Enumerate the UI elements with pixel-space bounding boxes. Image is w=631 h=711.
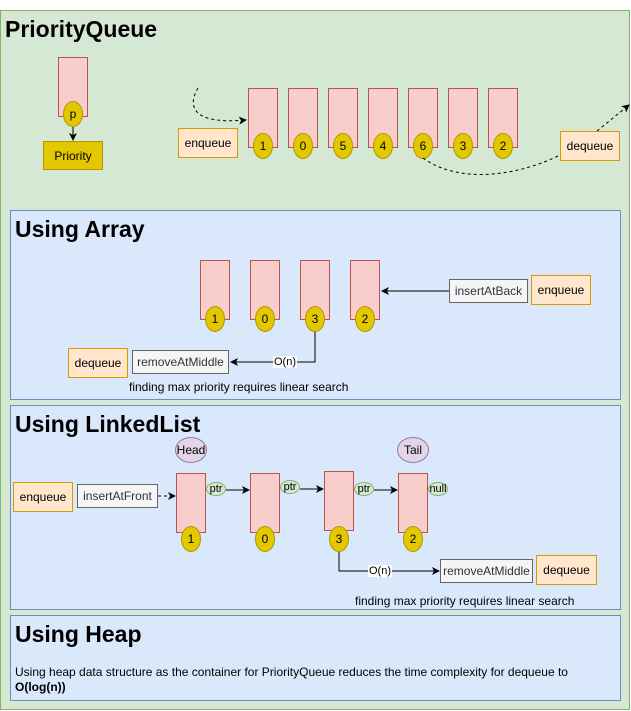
list-node [176,473,206,533]
heap-complexity: O(log(n)) [15,680,66,694]
array-priority-badge: 3 [305,306,325,332]
insert-at-back-function[interactable]: insertAtBack [449,279,528,303]
array-priority-badge: 1 [205,306,225,332]
queue-priority-badge: 0 [293,133,313,159]
heap-description: Using heap data structure as the contain… [15,665,568,679]
list-priority-badge: 2 [403,526,423,552]
linkedlist-enqueue-operation[interactable]: enqueue [13,482,73,512]
queue-cell [448,88,478,148]
array-remove-at-middle-function[interactable]: removeAtMiddle [132,350,229,374]
array-note: finding max priority requires linear sea… [129,380,349,394]
heap-panel [10,615,621,701]
list-pointer: ptr [280,480,300,494]
queue-priority-badge: 6 [413,133,433,159]
linkedlist-section-title: Using LinkedList [15,411,201,437]
linkedlist-complexity-label: O(n) [368,565,392,577]
linkedlist-remove-at-middle-function[interactable]: removeAtMiddle [440,559,533,583]
array-complexity-label: O(n) [273,356,297,368]
priority-type-box: Priority [43,141,103,170]
list-pointer: ptr [354,482,374,496]
list-priority-badge: 0 [255,526,275,552]
list-priority-badge: 1 [181,526,201,552]
queue-priority-badge: 1 [253,133,273,159]
tail-marker: Tail [397,437,429,463]
list-pointer: ptr [206,482,226,496]
linkedlist-dequeue-operation[interactable]: dequeue [536,555,597,585]
list-node [398,473,428,533]
list-node [250,473,280,533]
element-priority-badge: p [63,101,83,127]
queue-priority-badge: 3 [453,133,473,159]
overview-enqueue-operation[interactable]: enqueue [178,128,238,158]
linkedlist-note: finding max priority requires linear sea… [355,594,575,608]
list-priority-badge: 3 [329,526,349,552]
overview-dequeue-operation[interactable]: dequeue [560,131,620,161]
diagram-title: PriorityQueue [5,16,158,42]
heap-section-title: Using Heap [15,621,142,647]
array-priority-badge: 0 [255,306,275,332]
array-section-title: Using Array [15,216,145,242]
array-priority-badge: 2 [355,306,375,332]
array-enqueue-operation[interactable]: enqueue [531,275,591,305]
list-node [324,471,354,531]
queue-priority-badge: 2 [493,133,513,159]
queue-priority-badge: 4 [373,133,393,159]
array-dequeue-operation[interactable]: dequeue [68,348,128,378]
insert-at-front-function[interactable]: insertAtFront [77,484,158,508]
null-pointer: null [428,482,448,496]
head-marker: Head [175,437,207,463]
queue-priority-badge: 5 [333,133,353,159]
